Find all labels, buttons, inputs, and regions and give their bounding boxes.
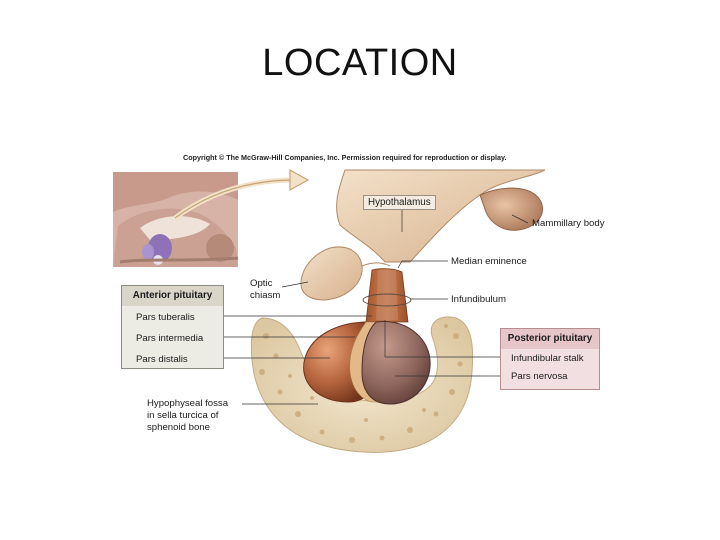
median-eminence-label: Median eminence — [451, 256, 527, 267]
fossa-label-line1: Hypophyseal fossa — [147, 398, 229, 409]
anterior-pituitary-box: Anterior pituitary Pars tuberalis Pars i… — [121, 285, 224, 369]
infundibulum-label: Infundibulum — [451, 294, 506, 305]
pars-nervosa-label: Pars nervosa — [511, 371, 568, 382]
optic-chiasm-label-line2: chiasm — [250, 290, 281, 301]
infundibular-stalk-label: Infundibular stalk — [511, 353, 584, 364]
posterior-pituitary-title: Posterior pituitary — [501, 329, 599, 349]
anterior-pituitary-title: Anterior pituitary — [122, 286, 223, 306]
mammillary-body-label: Mammillary body — [532, 218, 605, 229]
pars-intermedia-label: Pars intermedia — [136, 333, 204, 344]
pars-tuberalis-label: Pars tuberalis — [136, 312, 195, 323]
slide-title: LOCATION — [262, 42, 458, 84]
fossa-label-line2: in sella turcica of — [147, 410, 219, 421]
pars-distalis-label: Pars distalis — [136, 354, 188, 365]
copyright-notice: Copyright © The McGraw-Hill Companies, I… — [183, 153, 507, 162]
optic-chiasm-label-line1: Optic — [250, 278, 273, 289]
hypothalamus-label: Hypothalamus — [363, 195, 436, 210]
fossa-label-line3: sphenoid bone — [147, 422, 210, 433]
posterior-pituitary-box: Posterior pituitary Infundibular stalk P… — [500, 328, 600, 390]
brain-inset — [113, 172, 239, 267]
